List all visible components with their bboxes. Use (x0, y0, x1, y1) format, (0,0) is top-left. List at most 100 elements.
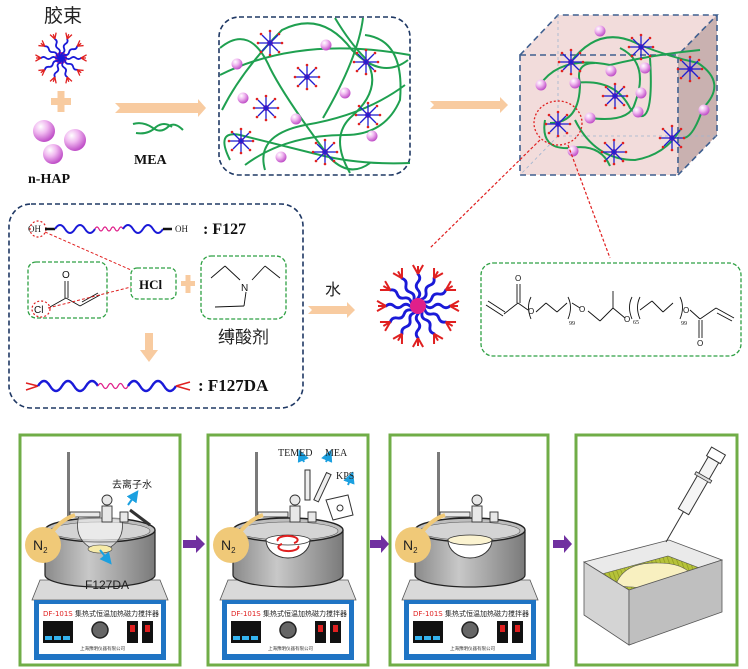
stand-rod (255, 452, 258, 552)
reaction-box (8, 203, 304, 409)
micelle-icon (35, 32, 87, 84)
f127-chain (94, 226, 124, 232)
display-button[interactable] (63, 636, 70, 640)
micelle-arm (49, 57, 63, 84)
step-arrow-icon (183, 535, 205, 553)
step-arrow-icon (370, 535, 389, 553)
clamps (69, 494, 129, 523)
hcl-connector (44, 231, 132, 271)
display-button[interactable] (54, 636, 61, 640)
speed-knob[interactable] (279, 621, 297, 639)
speed-knob[interactable] (91, 621, 109, 639)
step2-reagent-mea: MEA (325, 448, 348, 459)
display-button[interactable] (45, 636, 52, 640)
mea-chain-icon (132, 122, 184, 132)
amine-n-label: N (241, 283, 248, 294)
micelle-arm (60, 57, 84, 76)
step2-reagent-kps: KPS (336, 471, 354, 482)
nhap-label: n-HAP (28, 172, 70, 187)
display-button[interactable] (251, 636, 258, 640)
f127da-label: : F127DA (198, 376, 269, 395)
clamps (439, 494, 499, 523)
flask (447, 534, 493, 559)
micelle-arm (35, 54, 62, 62)
stand-rod (67, 452, 70, 552)
display-button[interactable] (242, 636, 249, 640)
structure-ether-o-1: O (579, 305, 585, 314)
mea-chain-icon (135, 123, 173, 135)
arrow-right-icon (308, 302, 355, 318)
oh-left-label: OH (28, 224, 41, 234)
structure-ester-o-left: O (528, 307, 534, 316)
f127da-chain (126, 379, 178, 393)
structure-subscript-3: 99 (681, 321, 687, 327)
carbonyl-o-label: O (62, 270, 70, 281)
plus-icon (51, 91, 71, 112)
flask (265, 534, 311, 559)
structure-o-top: O (515, 274, 521, 283)
f127da-end (175, 381, 191, 391)
display-button[interactable] (433, 636, 440, 640)
arrow-right-icon (115, 99, 206, 117)
acid-binder-box (200, 255, 287, 320)
device-title: DF-101S 集热式恒温加热磁力搅拌器 (43, 609, 159, 618)
step-arrow-icon (553, 535, 572, 553)
n2-inlet-badge: N2 (395, 513, 446, 563)
device-title: DF-101S 集热式恒温加热磁力搅拌器 (413, 609, 529, 618)
display-button[interactable] (233, 636, 240, 640)
pour-arrow-icon (126, 490, 139, 506)
structure-ether-o-2: O (624, 315, 630, 324)
micelle-arm (60, 54, 87, 62)
f127da-chain (97, 382, 129, 390)
step2-reagent-temed: TEMED (278, 448, 312, 459)
syringe-icons (304, 469, 354, 521)
f127da-structure-box (480, 262, 742, 357)
oh-right-label: OH (175, 224, 188, 234)
step1-reagent-label: 去离子水 (112, 478, 152, 491)
hcl-box (130, 267, 177, 300)
n2-inlet-badge: N2 (213, 513, 264, 563)
syringe-icon (665, 446, 727, 543)
device-maker: 上海豫明仪器有限公司 (268, 645, 313, 652)
water-label: 水 (325, 280, 341, 299)
step1-flask-label: F127DA (85, 578, 129, 592)
f127-chain (54, 224, 96, 234)
clamps (257, 494, 317, 523)
stand-rod (437, 452, 440, 552)
speed-knob[interactable] (461, 621, 479, 639)
cl-label: Cl (34, 305, 43, 316)
zoom-connector (429, 139, 541, 249)
n2-inlet-badge: N2 (25, 513, 76, 563)
arrow-right-icon (430, 97, 508, 113)
triethylamine-structure (210, 265, 281, 308)
f127da-structure (485, 284, 735, 338)
f127-label: : F127 (203, 221, 246, 238)
water-bath (232, 517, 344, 588)
mea-label: MEA (134, 153, 168, 168)
f127-chain (122, 224, 164, 234)
device-maker: 上海豫明仪器有限公司 (450, 645, 495, 652)
arrow-down-icon (140, 333, 158, 362)
network-spheres (231, 39, 378, 163)
hcl-label: HCl (139, 277, 163, 292)
f127da-end (25, 382, 39, 391)
syringe-icon (129, 508, 151, 527)
step-panel-4 (574, 433, 739, 667)
structure-subscript-1: 99 (569, 321, 575, 327)
display-button[interactable] (415, 636, 422, 640)
micelle-arm (59, 32, 73, 59)
display-button[interactable] (424, 636, 431, 640)
zoom-connector (567, 144, 611, 259)
micelle-arm (49, 32, 62, 59)
micelle-label: 胶束 (44, 5, 82, 27)
structure-o-bottom: O (697, 339, 703, 348)
structure-subscript-2: 65 (633, 320, 639, 326)
mold-tray (582, 539, 724, 646)
hydrogel-cube (519, 14, 719, 176)
